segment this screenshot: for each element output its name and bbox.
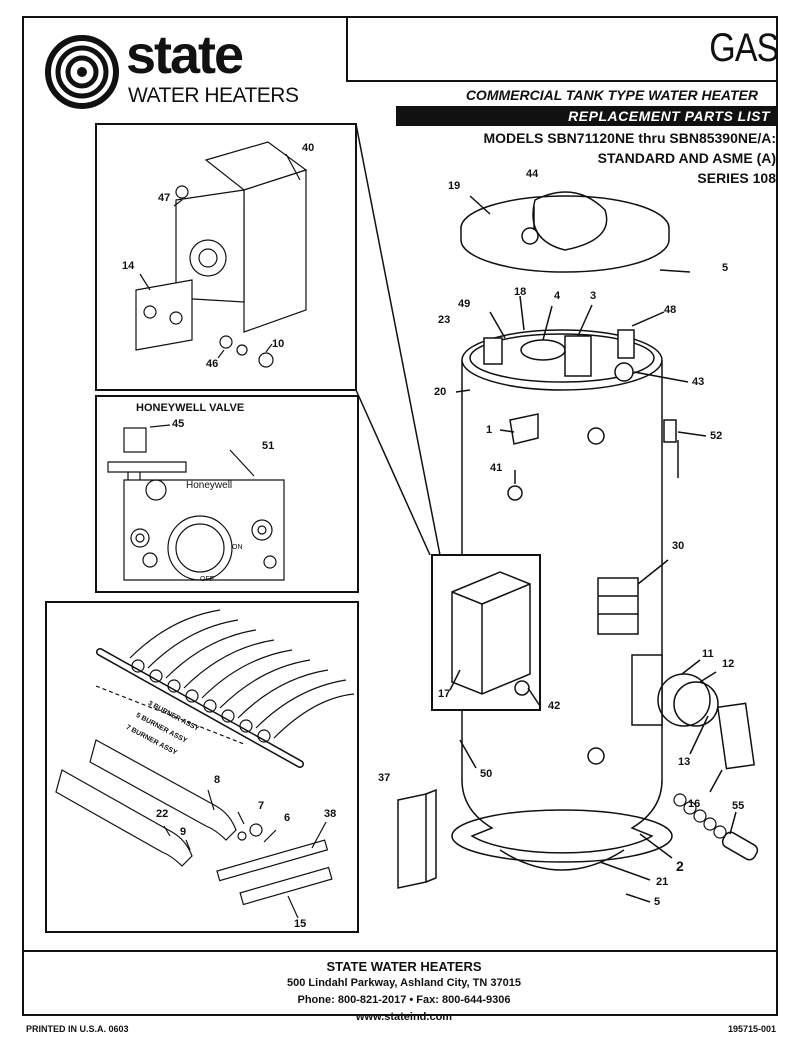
callout-50: 50: [480, 768, 493, 780]
callout-41: 41: [490, 462, 503, 474]
callout-10: 10: [272, 338, 285, 350]
callout-47: 47: [158, 192, 171, 204]
callout-8: 8: [214, 774, 221, 786]
callout-16: 16: [688, 798, 701, 810]
logo-wordmark: state: [126, 25, 244, 85]
header-divider: [346, 80, 778, 82]
valve-off-label: OFF: [200, 576, 214, 583]
honeywell-valve-title: HONEYWELL VALVE: [136, 402, 245, 414]
logo-tagline: WATER HEATERS: [128, 84, 299, 107]
callout-55: 55: [732, 800, 745, 812]
footer-divider: [22, 950, 778, 952]
page-border: [22, 16, 778, 1016]
callout-19: 19: [448, 180, 461, 192]
callout-11: 11: [702, 648, 714, 660]
fuel-type: GAS: [708, 26, 779, 70]
callout-23: 23: [438, 314, 451, 326]
models-line-2: STANDARD AND ASME (A): [597, 150, 776, 166]
doc-type-bar: REPLACEMENT PARTS LIST: [396, 106, 776, 126]
callout-20: 20: [434, 386, 447, 398]
company-website[interactable]: www.stateind.com: [355, 1011, 453, 1023]
callout-18: 18: [514, 286, 527, 298]
callout-40: 40: [302, 142, 315, 154]
footer-contact: STATE WATER HEATERS 500 Lindahl Parkway,…: [0, 958, 808, 1026]
callout-45: 45: [172, 418, 185, 430]
models-line-3: SERIES 108: [697, 170, 776, 186]
models-block: MODELS SBN71120NE thru SBN85390NE/A: STA…: [483, 128, 776, 188]
callout-15: 15: [294, 918, 307, 930]
callout-38: 38: [324, 808, 337, 820]
callout-52: 52: [710, 430, 723, 442]
callout-5-top: 5: [722, 262, 729, 274]
callout-30: 30: [672, 540, 685, 552]
callout-3: 3: [590, 290, 597, 302]
callout-4: 4: [554, 290, 561, 302]
company-address: 500 Lindahl Parkway, Ashland City, TN 37…: [287, 977, 521, 989]
callout-12: 12: [722, 658, 735, 670]
models-line-1: MODELS SBN71120NE thru SBN85390NE/A:: [483, 130, 776, 146]
valve-on-label: ON: [232, 544, 243, 551]
state-logo: state WATER HEATERS: [44, 25, 344, 114]
company-phone: Phone: 800-821-2017 • Fax: 800-644-9306: [297, 994, 511, 1006]
callout-6: 6: [284, 812, 291, 824]
callout-37: 37: [378, 772, 391, 784]
company-name: STATE WATER HEATERS: [326, 959, 482, 974]
callout-1: 1: [486, 424, 493, 436]
header-vertical-divider: [346, 16, 348, 82]
printed-notice: PRINTED IN U.S.A. 0603: [26, 1024, 129, 1034]
callout-14: 14: [122, 260, 135, 272]
callout-46: 46: [206, 358, 219, 370]
callout-21: 21: [656, 876, 669, 888]
callout-42: 42: [548, 700, 561, 712]
callout-43: 43: [692, 376, 705, 388]
callout-7: 7: [258, 800, 265, 812]
callout-5-bottom: 5: [654, 896, 661, 908]
honeywell-brand-label: Honeywell: [186, 480, 233, 491]
callout-9: 9: [180, 826, 187, 838]
callout-44: 44: [526, 168, 539, 180]
document-part-number: 195715-001: [727, 1024, 776, 1034]
callout-22: 22: [156, 808, 169, 820]
callout-17: 17: [438, 688, 451, 700]
callout-48: 48: [664, 304, 677, 316]
callout-51: 51: [262, 440, 275, 452]
callout-49: 49: [458, 298, 471, 310]
product-title: COMMERCIAL TANK TYPE WATER HEATER: [465, 87, 758, 103]
callout-2: 2: [676, 858, 684, 874]
callout-13: 13: [678, 756, 691, 768]
